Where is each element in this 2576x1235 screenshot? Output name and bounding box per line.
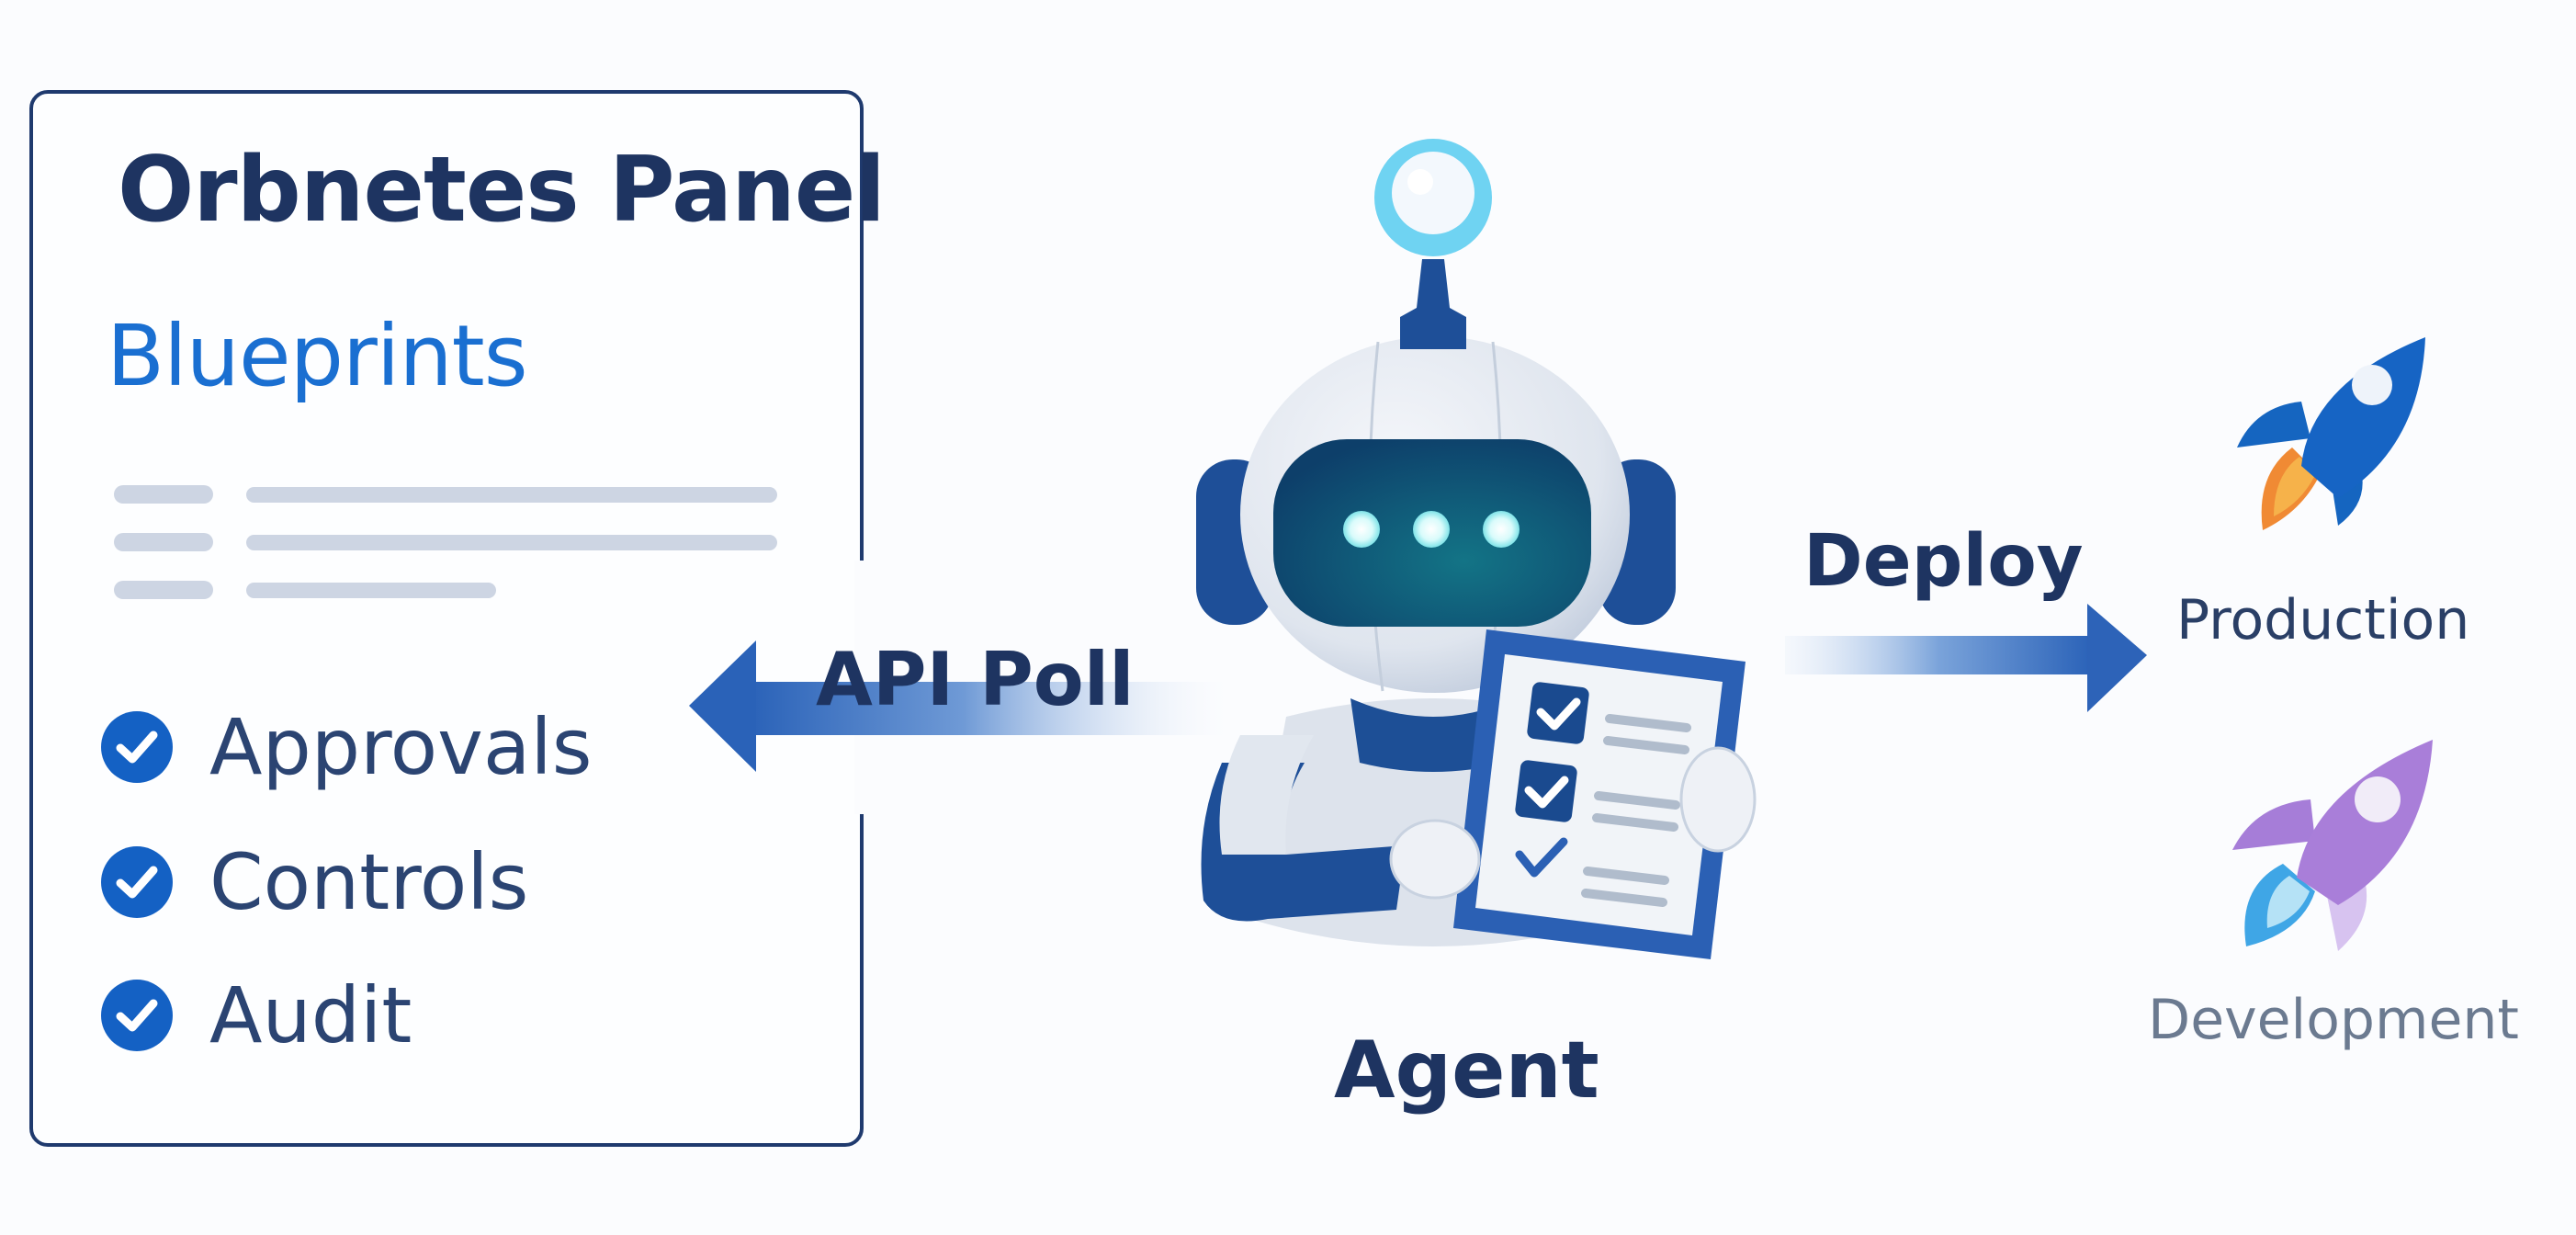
deploy-label: Deploy bbox=[1803, 520, 2084, 603]
deploy-arrow-head bbox=[2087, 604, 2147, 712]
check-circle-icon bbox=[101, 711, 173, 783]
robot-left-hand bbox=[1389, 819, 1481, 900]
api-poll-arrow-shaft bbox=[749, 682, 1226, 735]
check-circle-icon bbox=[101, 980, 173, 1051]
checklist-label: Audit bbox=[209, 970, 412, 1060]
skeleton-bullet bbox=[114, 581, 213, 599]
checklist-item-audit[interactable]: Audit bbox=[101, 974, 412, 1057]
clipboard-item bbox=[1527, 682, 1691, 754]
skeleton-line bbox=[246, 535, 777, 550]
api-poll-arrow bbox=[689, 640, 1226, 772]
robot-right-hand bbox=[1679, 746, 1757, 853]
check-circle-icon bbox=[101, 846, 173, 918]
blueprints-link[interactable]: Blueprints bbox=[107, 307, 528, 405]
robot-icon bbox=[1196, 139, 1757, 959]
api-poll-arrow-head bbox=[689, 640, 756, 772]
clipboard-item bbox=[1515, 837, 1669, 907]
checklist-item-approvals[interactable]: Approvals bbox=[101, 706, 592, 788]
agent-label: Agent bbox=[1334, 1025, 1599, 1116]
robot-eye-dot bbox=[1483, 511, 1520, 548]
development-rocket-icon bbox=[2232, 740, 2433, 951]
robot-eye-dot bbox=[1413, 511, 1450, 548]
robot-left-shoulder bbox=[1219, 735, 1314, 855]
production-rocket-icon bbox=[2237, 337, 2425, 530]
robot-antenna-stem bbox=[1400, 259, 1466, 349]
robot-eye-dot bbox=[1343, 511, 1380, 548]
checklist-label: Controls bbox=[209, 837, 529, 927]
skeleton-line bbox=[246, 583, 496, 598]
panel-title: Orbnetes Panel bbox=[118, 138, 886, 243]
clipboard-item bbox=[1515, 760, 1680, 832]
clipboard-icon bbox=[1453, 629, 1746, 959]
orbnetes-panel bbox=[29, 90, 864, 1147]
skeleton-bullet bbox=[114, 485, 213, 504]
skeleton-line bbox=[246, 487, 777, 503]
development-label: Development bbox=[2148, 988, 2519, 1052]
skeleton-bullet bbox=[114, 533, 213, 551]
checklist-label: Approvals bbox=[209, 702, 593, 792]
deploy-arrow-shaft bbox=[1785, 636, 2093, 674]
api-poll-label: API Poll bbox=[816, 637, 1135, 722]
checklist-item-controls[interactable]: Controls bbox=[101, 841, 528, 923]
deploy-arrow bbox=[1785, 604, 2147, 712]
production-label: Production bbox=[2176, 588, 2470, 652]
